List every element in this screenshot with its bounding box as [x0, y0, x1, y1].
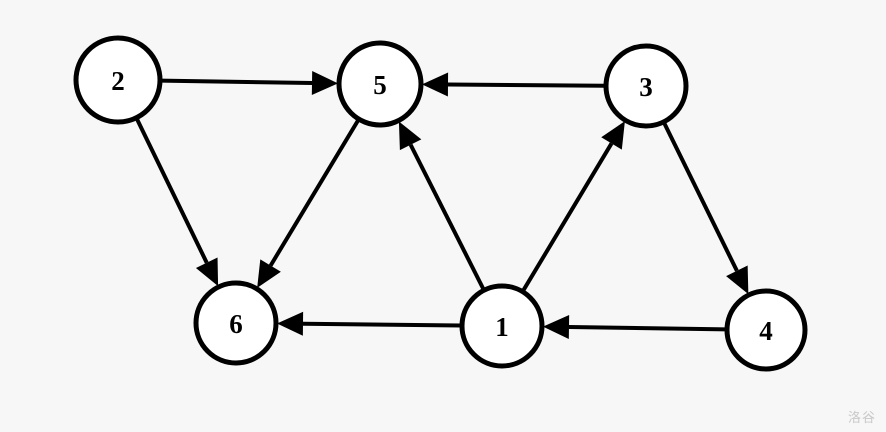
edge-5-to-6 [257, 118, 361, 288]
nodes-layer: 2 5 3 6 1 4 [73, 35, 808, 372]
node-label: 1 [495, 312, 509, 342]
graph-node-4[interactable]: 4 [724, 288, 808, 372]
arrowhead-icon [398, 121, 422, 151]
arrowhead-icon [195, 257, 219, 287]
edge-1-to-6 [277, 311, 462, 336]
edge-4-to-1 [543, 315, 727, 340]
node-circle[interactable] [603, 43, 689, 129]
node-label: 2 [111, 66, 125, 96]
arrowhead-icon [601, 121, 625, 150]
edge-3-to-5 [422, 72, 606, 97]
arrowhead-icon [543, 315, 570, 340]
node-label: 5 [373, 70, 387, 100]
graph-node-2[interactable]: 2 [73, 35, 163, 125]
node-circle[interactable] [193, 280, 279, 366]
arrowhead-icon [726, 265, 749, 295]
node-circle[interactable] [459, 283, 545, 369]
watermark-label: 洛谷 [847, 411, 876, 426]
arrowhead-icon [277, 311, 304, 336]
node-label: 6 [229, 309, 243, 339]
edge-line [447, 82, 606, 88]
arrowhead-icon [257, 259, 281, 288]
edge-line [408, 143, 486, 291]
node-label: 4 [759, 316, 773, 346]
edge-1-to-3 [521, 121, 625, 292]
node-circle[interactable] [73, 35, 163, 125]
node-label: 3 [639, 72, 653, 102]
edge-line [568, 325, 727, 332]
arrowhead-icon [311, 70, 338, 95]
edge-line [134, 117, 209, 264]
node-circle[interactable] [336, 40, 424, 128]
graph-node-1[interactable]: 1 [459, 283, 545, 369]
graph-node-5[interactable]: 5 [336, 40, 424, 128]
edge-line [662, 121, 739, 272]
graph-node-6[interactable]: 6 [193, 280, 279, 366]
edge-line [302, 321, 462, 328]
graph-node-3[interactable]: 3 [603, 43, 689, 129]
arrowhead-icon [422, 72, 449, 97]
edge-line [521, 142, 614, 292]
edge-line [268, 118, 361, 267]
edge-1-to-5 [398, 121, 486, 291]
edge-3-to-4 [662, 121, 749, 295]
edge-2-to-6 [134, 117, 219, 287]
edges-layer [134, 70, 749, 340]
edge-2-to-5 [160, 70, 338, 95]
node-circle[interactable] [724, 288, 808, 372]
edge-line [160, 78, 313, 85]
